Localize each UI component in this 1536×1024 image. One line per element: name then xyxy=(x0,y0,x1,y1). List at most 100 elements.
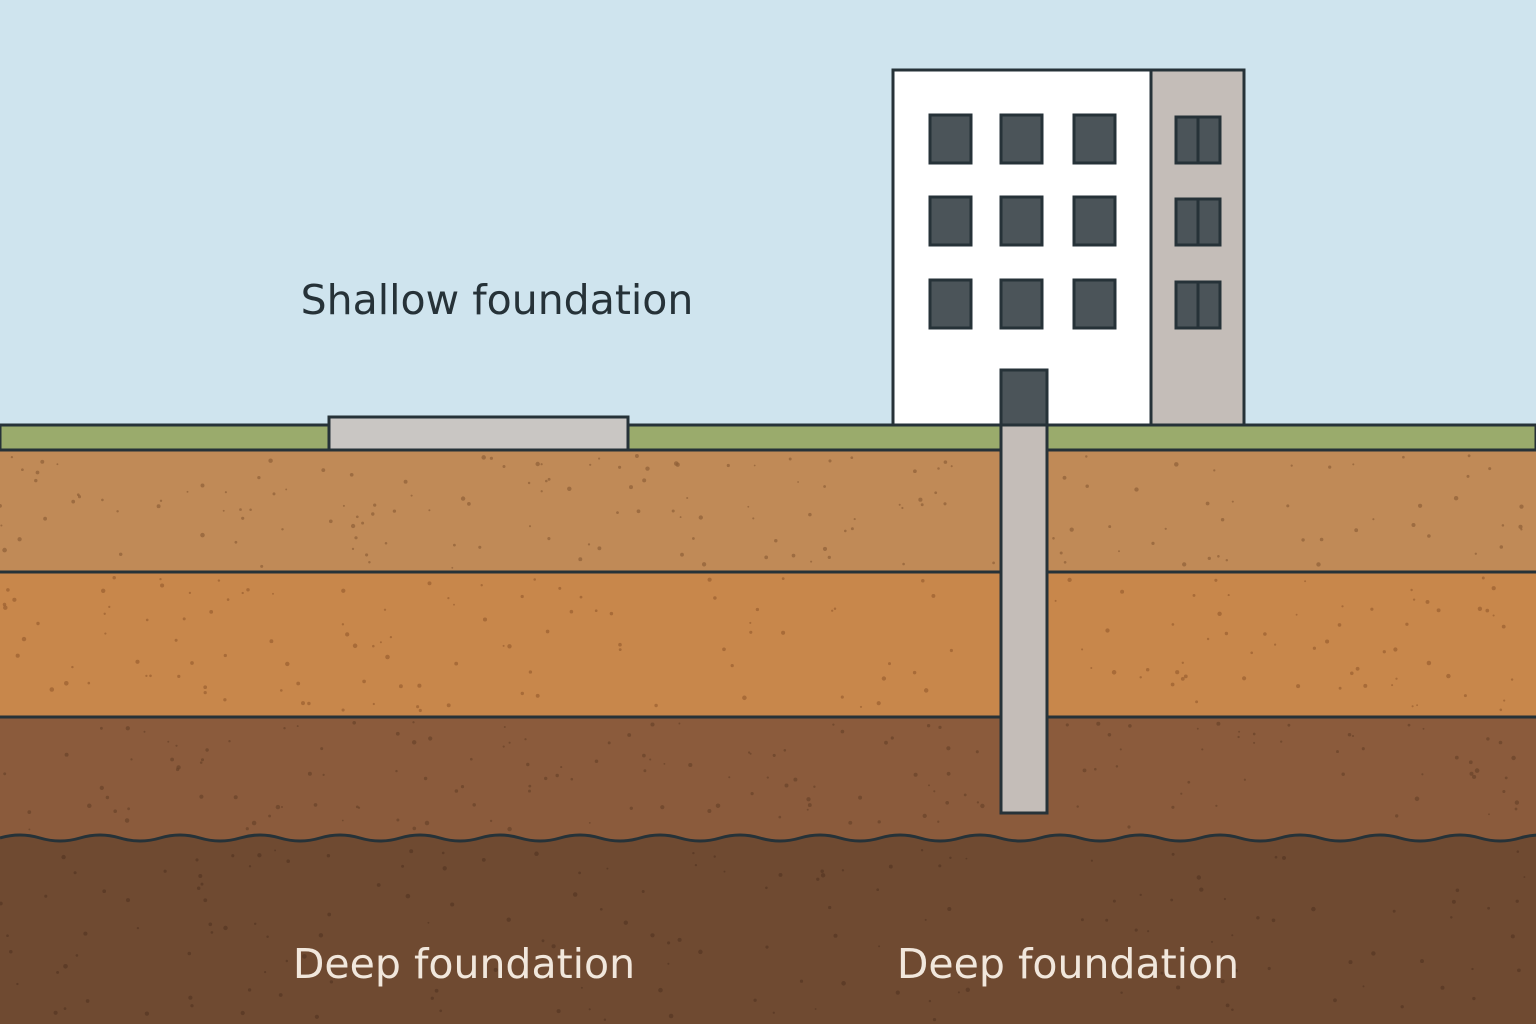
soil-speckle xyxy=(418,708,422,713)
soil-speckle xyxy=(234,540,238,544)
soil-speckle xyxy=(412,826,417,831)
soil-speckle xyxy=(1234,968,1238,973)
soil-speckle xyxy=(307,771,312,776)
soil-speckle xyxy=(1118,550,1120,553)
soil-speckle xyxy=(1216,972,1221,977)
soil-speckle xyxy=(806,808,809,811)
soil-speckle xyxy=(1094,767,1097,771)
soil-speckle xyxy=(217,579,221,582)
soil-speckle xyxy=(376,883,381,887)
soil-speckle xyxy=(454,789,459,793)
soil-speckle xyxy=(203,690,207,695)
soil-speckle xyxy=(241,591,244,595)
soil-speckle xyxy=(395,731,400,736)
soil-speckle xyxy=(1451,899,1456,904)
soil-speckle xyxy=(87,681,91,685)
window xyxy=(999,278,1044,330)
soil-speckle xyxy=(1242,676,1247,681)
soil-speckle xyxy=(1174,462,1179,467)
soil-speckle xyxy=(36,621,40,626)
soil-speckle xyxy=(87,803,92,809)
soil-speckle xyxy=(1491,586,1496,591)
window xyxy=(999,195,1044,247)
shallow-foundation-slab xyxy=(327,415,630,452)
soil-speckle xyxy=(416,705,420,709)
soil-speckle xyxy=(195,858,199,862)
soil-speckle xyxy=(933,790,936,793)
soil-speckle xyxy=(742,695,747,701)
soil-speckle xyxy=(401,864,405,868)
soil-speckle xyxy=(828,459,832,463)
soil-speckle xyxy=(938,725,942,730)
sky xyxy=(0,0,1536,430)
soil-speckle xyxy=(159,499,163,503)
soil-speckle xyxy=(354,536,358,540)
soil-speckle xyxy=(692,537,695,540)
soil-speckle xyxy=(481,455,486,460)
soil-speckle xyxy=(1337,623,1342,627)
soil-speckle xyxy=(99,785,104,791)
soil-speckle xyxy=(1237,735,1240,739)
soil-speckle xyxy=(980,803,985,809)
soil-speckle xyxy=(489,456,493,460)
soil-speckle xyxy=(329,980,334,984)
soil-speckle xyxy=(928,999,932,1003)
soil-speckle xyxy=(799,979,804,983)
soil-speckle xyxy=(588,822,591,824)
soil-speckle xyxy=(726,463,730,468)
soil-speckle xyxy=(1207,556,1211,561)
soil-speckle xyxy=(528,789,531,793)
soil-speckle xyxy=(403,479,408,484)
soil-speckle xyxy=(976,801,980,804)
soil-speckle xyxy=(747,505,750,508)
soil-speckle xyxy=(196,886,201,891)
soil-speckle xyxy=(1175,670,1180,675)
soil-speckle xyxy=(1062,475,1067,480)
soil-speckle xyxy=(643,769,647,773)
soil-speckle xyxy=(260,564,264,568)
soil-speckle xyxy=(1474,552,1477,555)
soil-speckle xyxy=(1392,909,1396,913)
soil-speckle xyxy=(296,681,301,686)
soil-speckle xyxy=(713,855,716,858)
soil-speckle xyxy=(524,738,527,741)
soil-speckle xyxy=(918,497,923,502)
soil-speckle xyxy=(1280,740,1283,743)
soil-speckle xyxy=(410,494,413,497)
soil-speckle xyxy=(28,828,31,831)
soil-speckle xyxy=(1407,723,1411,727)
soil-speckle xyxy=(526,762,530,767)
soil-speckle xyxy=(49,687,55,692)
soil-speckle xyxy=(1511,755,1516,761)
soil-speckle xyxy=(209,610,214,614)
soil-speckle xyxy=(231,854,235,858)
soil-speckle xyxy=(1411,705,1414,708)
soil-speckle xyxy=(1382,650,1386,654)
soil-speckle xyxy=(698,949,703,955)
soil-speckle xyxy=(296,725,299,728)
soil-speckle xyxy=(1216,721,1221,726)
soil-speckle xyxy=(430,996,434,1000)
soil-speckle xyxy=(667,962,670,965)
soil-speckle xyxy=(1486,737,1490,741)
soil-speckle xyxy=(1274,643,1277,646)
soil-speckle xyxy=(1450,916,1453,919)
soil-speckle xyxy=(1393,647,1398,652)
soil-speckle xyxy=(587,543,591,546)
soil-speckle xyxy=(503,726,506,728)
soil-speckle xyxy=(102,889,107,894)
soil-speckle xyxy=(650,933,655,938)
soil-speckle xyxy=(1492,614,1495,617)
soil-speckle xyxy=(1355,666,1360,671)
soil-speckle xyxy=(902,562,905,566)
soil-speckle xyxy=(352,721,356,725)
soil-speckle xyxy=(750,792,754,796)
soil-speckle xyxy=(15,653,20,658)
soil-speckle xyxy=(545,629,550,634)
soil-speckle xyxy=(1180,677,1185,681)
soil-speckle xyxy=(692,851,695,855)
soil-speckle xyxy=(327,912,332,917)
soil-speckle xyxy=(749,630,753,634)
soil-speckle xyxy=(439,1009,443,1013)
soil-speckle xyxy=(618,642,622,647)
